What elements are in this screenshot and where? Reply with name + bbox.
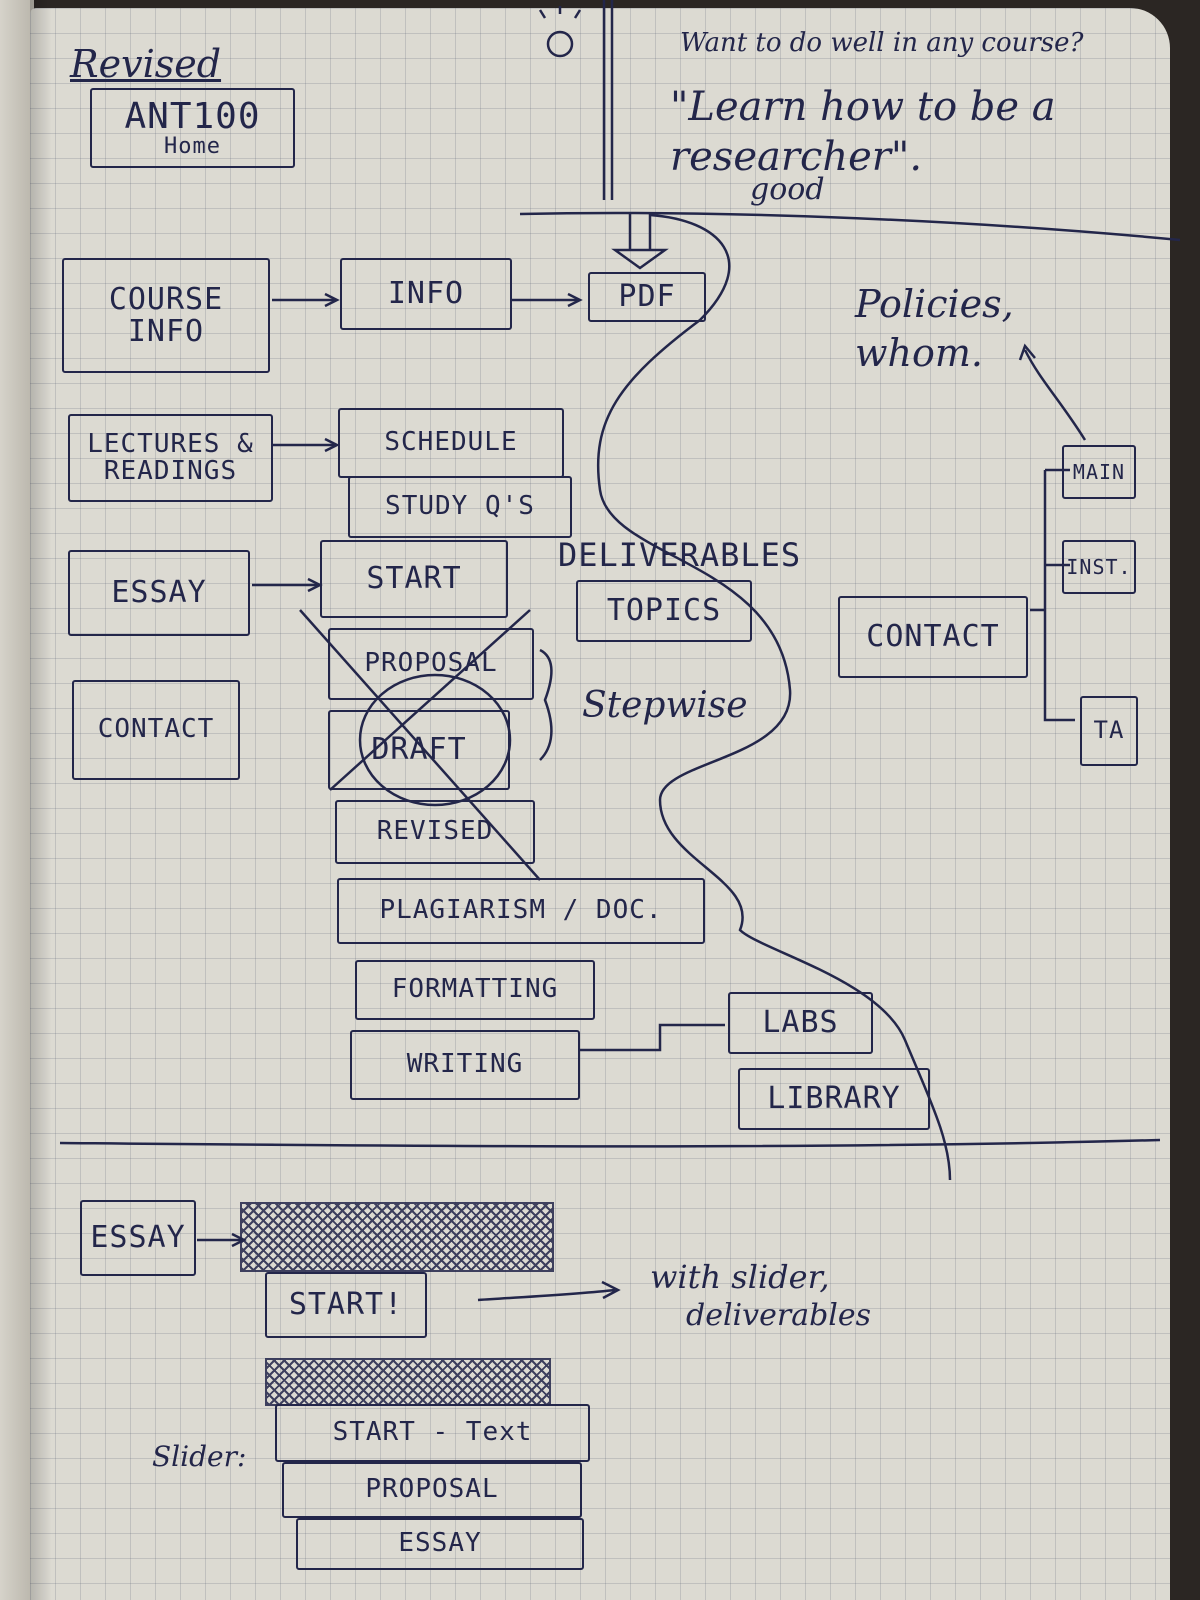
writing-box[interactable]: WRITING	[350, 1030, 580, 1100]
pdf-box[interactable]: PDF	[588, 272, 706, 322]
home-box[interactable]: ANT100 Home	[90, 88, 295, 168]
nav-lectures-readings[interactable]: LECTURES & READINGS	[68, 414, 273, 502]
deliverables-label: DELIVERABLES	[558, 536, 802, 574]
slider-label: Slider:	[152, 1440, 247, 1473]
draft-box[interactable]: DRAFT	[328, 710, 510, 790]
notebook-spine	[30, 0, 52, 1600]
library-box[interactable]: LIBRARY	[738, 1068, 930, 1130]
info-box[interactable]: INFO	[340, 258, 512, 330]
left-page-edge	[0, 0, 34, 1600]
revised-label: Revised	[70, 42, 222, 86]
start-box[interactable]: START	[320, 540, 508, 618]
quote-text: "Learn how to be a researcher".	[670, 84, 1056, 180]
nav-course-info[interactable]: COURSE INFO	[62, 258, 270, 373]
contact-main-box[interactable]: MAIN	[1062, 445, 1136, 499]
topics-box[interactable]: TOPICS	[576, 580, 752, 642]
policies-note: Policies, whom.	[855, 282, 1014, 376]
schedule-box[interactable]: SCHEDULE	[338, 408, 564, 478]
formatting-box[interactable]: FORMATTING	[355, 960, 595, 1020]
study-qs-box[interactable]: STUDY Q'S	[348, 476, 572, 538]
contact-ta-box[interactable]: TA	[1080, 696, 1138, 766]
quote-intro: Want to do well in any course?	[680, 28, 1084, 58]
revised-box[interactable]: REVISED	[335, 800, 535, 864]
slider-item-proposal[interactable]: PROPOSAL	[282, 1462, 582, 1518]
crossed-out-box-top	[240, 1202, 554, 1272]
nav-contact[interactable]: CONTACT	[72, 680, 240, 780]
slider-item-start[interactable]: START - Text	[275, 1404, 590, 1462]
bottom-essay-box[interactable]: ESSAY	[80, 1200, 196, 1276]
contact-inst-box[interactable]: INST.	[1062, 540, 1136, 594]
bottom-start-box[interactable]: START!	[265, 1272, 427, 1338]
slider-note-line2: deliverables	[686, 1298, 872, 1333]
lightbulb-icon	[546, 30, 574, 58]
slider-item-essay[interactable]: ESSAY	[296, 1518, 584, 1570]
home-box-subtitle: Home	[164, 134, 221, 160]
contact-box[interactable]: CONTACT	[838, 596, 1028, 678]
home-box-title: ANT100	[124, 95, 261, 137]
labs-box[interactable]: LABS	[728, 992, 873, 1054]
proposal-box[interactable]: PROPOSAL	[328, 628, 534, 700]
plagiarism-box[interactable]: PLAGIARISM / DOC.	[337, 878, 705, 944]
nav-essay[interactable]: ESSAY	[68, 550, 250, 636]
crossed-out-box-bottom	[265, 1358, 551, 1406]
slider-note-line1: with slider,	[650, 1258, 830, 1296]
quote-insert: good	[750, 172, 825, 207]
stepwise-note: Stepwise	[582, 685, 748, 726]
